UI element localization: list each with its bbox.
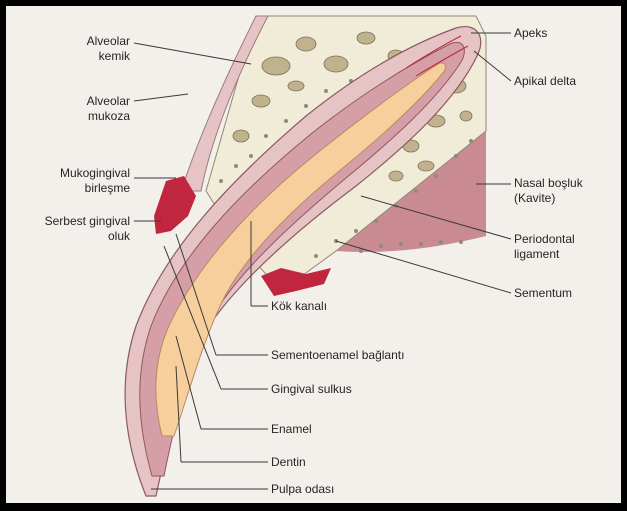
label-mucogingival-junction: Mukogingival birleşme <box>14 166 130 196</box>
label-enamel: Enamel <box>271 422 312 437</box>
label-alveolar-mucosa: Alveolar mukoza <box>26 94 130 124</box>
label-periodontal-ligament: Periodontal ligament <box>514 232 575 262</box>
label-nasal-cavity: Nasal boşluk (Kavite) <box>514 176 583 206</box>
label-alveolar-bone: Alveolar kemik <box>26 34 130 64</box>
diagram-frame: Alveolar kemik Alveolar mukoza Mukogingi… <box>6 6 621 503</box>
label-cementum: Sementum <box>514 286 572 301</box>
label-gingival-sulcus: Gingival sulkus <box>271 382 352 397</box>
label-apical-delta: Apikal delta <box>514 74 576 89</box>
label-apex: Apeks <box>514 26 547 41</box>
label-root-canal: Kök kanalı <box>271 299 327 314</box>
label-cementoenamel-junction: Sementoenamel bağlantı <box>271 348 404 363</box>
label-free-gingival-groove: Serbest gingival oluk <box>6 214 130 244</box>
label-pulp-chamber: Pulpa odası <box>271 482 334 497</box>
label-dentin: Dentin <box>271 455 306 470</box>
